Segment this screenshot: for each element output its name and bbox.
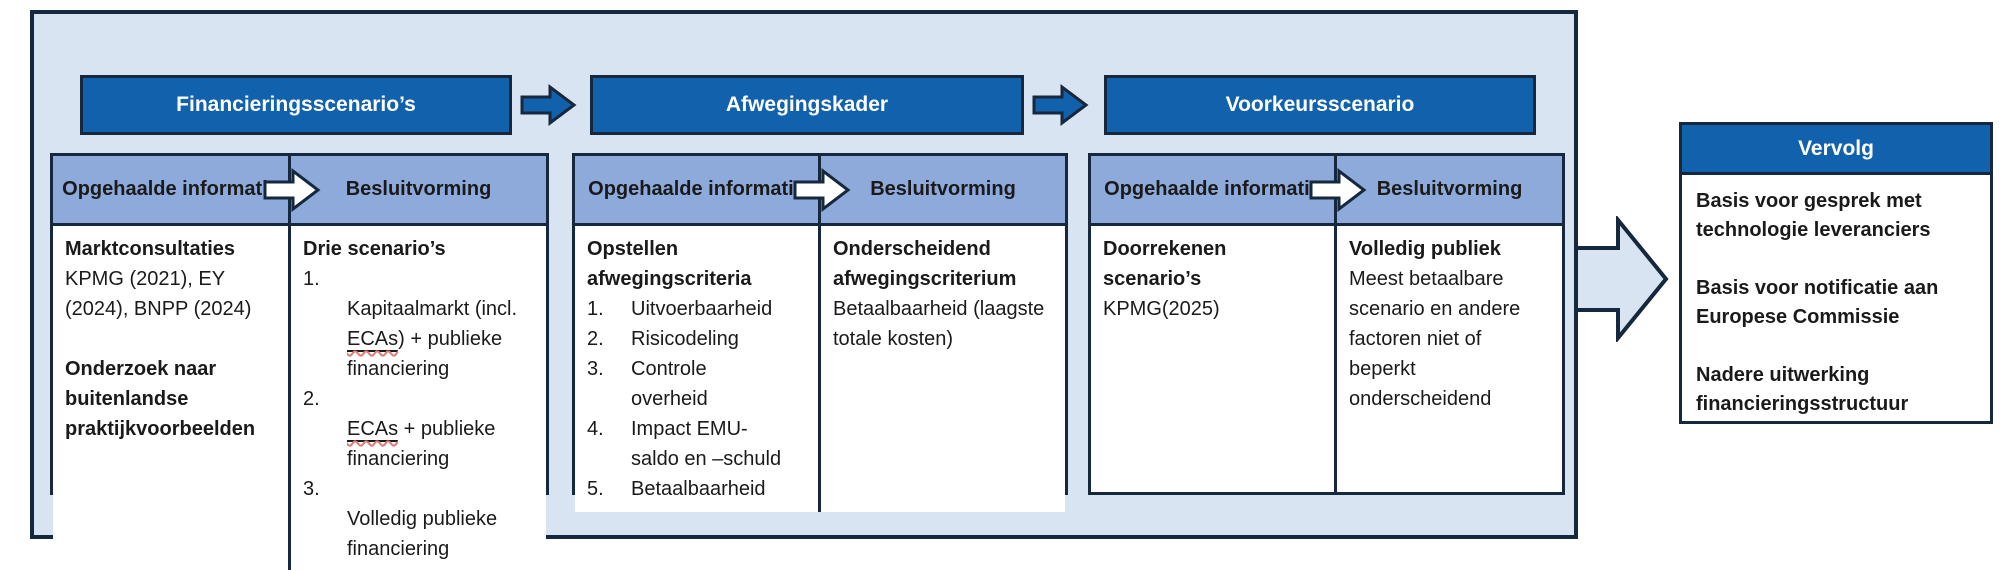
cell-lead: Doorrekenen scenario’s [1103, 238, 1227, 290]
vervolg-body: Basis voor gesprek met technologie lever… [1682, 175, 1990, 431]
table-voorkeursscenario: Opgehaalde informatie Besluitvorming Doo… [1088, 153, 1565, 495]
phase-title: Afwegingskader [725, 93, 889, 116]
list-item: Volledig publieke financiering [303, 474, 536, 564]
cell-lead: Drie scenario’s [303, 238, 446, 260]
arrow-right-icon [520, 84, 577, 126]
cell-info-afwegingskader: Opstellen afwegingscriteria Uitvoerbaarh… [575, 226, 821, 512]
arrow-right-icon [263, 168, 321, 212]
cell-text: KPMG(2025) [1103, 298, 1220, 320]
list-item: Controle overheid [587, 354, 808, 414]
criteria-list: Uitvoerbaarheid Risicodeling Controle ov… [587, 294, 808, 504]
table-financieringsscenarios: Opgehaalde informatie Besluitvorming Mar… [50, 153, 549, 570]
arrow-right-icon [793, 168, 851, 212]
item-text: Kapitaalmarkt (incl. [347, 298, 518, 320]
item-text-underlined: ECAs [347, 328, 399, 352]
vervolg-item: Basis voor gesprek met technologie lever… [1696, 190, 1931, 241]
item-text: Controle overheid [631, 358, 708, 410]
arrow-right-icon [1309, 168, 1367, 212]
cell-text: KPMG (2021), EY (2024), BNPP (2024) [65, 268, 252, 320]
item-text: Betaalbaarheid [631, 478, 766, 500]
arrow-right-icon [1032, 84, 1089, 126]
cell-text: Meest betaalbare scenario en andere fact… [1349, 268, 1521, 410]
subheader-opgehaalde-informatie: Opgehaalde informatie [53, 156, 291, 223]
subheader-row: Opgehaalde informatie Besluitvorming [575, 156, 1065, 226]
subheader-row: Opgehaalde informatie Besluitvorming [53, 156, 546, 226]
subheader-label: Opgehaalde informatie [62, 178, 279, 200]
vervolg-item: Nadere uitwerking financieringsstructuur [1696, 364, 1909, 415]
cell-besluit-financieringsscenarios: Drie scenario’s Kapitaalmarkt (incl. ECA… [291, 226, 546, 570]
cell-info-financieringsscenarios: Marktconsultaties KPMG (2021), EY (2024)… [53, 226, 291, 570]
phase-header-afwegingskader: Afwegingskader [590, 75, 1024, 135]
phase-title: Financieringsscenario’s [176, 93, 416, 116]
cell-lead: Volledig publiek [1349, 238, 1501, 260]
cell-lead: Onderscheidend afwegingscriterium [833, 238, 1017, 290]
subheader-row: Opgehaalde informatie Besluitvorming [1091, 156, 1562, 226]
cell-text: Betaalbaarheid (laagste totale kosten) [833, 298, 1045, 350]
vervolg-box: Vervolg Basis voor gesprek met technolog… [1679, 122, 1993, 424]
item-text: ) + publieke financiering [347, 328, 503, 380]
vervolg-header: Vervolg [1682, 125, 1990, 175]
cell-lead: Onderzoek naar buitenlandse praktijkvoor… [65, 358, 256, 440]
item-text: + publieke financiering [347, 418, 496, 470]
subheader-label: Opgehaalde informatie [1104, 178, 1321, 200]
subheader-besluitvorming: Besluitvorming [291, 156, 546, 223]
list-item: ECAs + publieke financiering [303, 384, 536, 474]
subheader-besluitvorming: Besluitvorming [1337, 156, 1562, 223]
vervolg-title: Vervolg [1798, 136, 1874, 160]
cell-lead: Marktconsultaties [65, 238, 236, 260]
table-afwegingskader: Opgehaalde informatie Besluitvorming Ops… [572, 153, 1068, 512]
item-text: Volledig publieke financiering [347, 508, 498, 560]
item-text: Risicodeling [631, 328, 739, 350]
cell-info-voorkeursscenario: Doorrekenen scenario’s KPMG(2025) [1091, 226, 1337, 492]
cell-besluit-afwegingskader: Onderscheidend afwegingscriterium Betaal… [821, 226, 1065, 512]
item-text: Impact EMU- saldo en –schuld [631, 418, 782, 470]
subheader-label: Besluitvorming [870, 178, 1016, 200]
phase-header-financieringsscenarios: Financieringsscenario’s [80, 75, 512, 135]
subheader-opgehaalde-informatie: Opgehaalde informatie [575, 156, 821, 223]
item-text: Uitvoerbaarheid [631, 298, 773, 320]
cell-lead: Opstellen afwegingscriteria [587, 238, 752, 290]
phase-title: Voorkeursscenario [1225, 93, 1415, 116]
list-item: Betaalbaarheid [587, 474, 808, 504]
list-item: Risicodeling [587, 324, 808, 354]
list-item: Uitvoerbaarheid [587, 294, 808, 324]
item-text-underlined: ECAs [347, 418, 399, 442]
subheader-opgehaalde-informatie: Opgehaalde informatie [1091, 156, 1337, 223]
phase-header-voorkeursscenario: Voorkeursscenario [1104, 75, 1536, 135]
big-arrow-right-icon [1574, 216, 1669, 342]
scenario-list: Kapitaalmarkt (incl. ECAs) + publieke fi… [303, 264, 536, 564]
list-item: Kapitaalmarkt (incl. ECAs) + publieke fi… [303, 264, 536, 384]
subheader-label: Besluitvorming [1376, 178, 1523, 200]
cell-besluit-voorkeursscenario: Volledig publiek Meest betaalbare scenar… [1337, 226, 1562, 492]
subheader-besluitvorming: Besluitvorming [821, 156, 1065, 223]
list-item: Impact EMU- saldo en –schuld [587, 414, 808, 474]
subheader-label: Besluitvorming [345, 178, 492, 200]
vervolg-item: Basis voor notificatie aan Europese Comm… [1696, 277, 1939, 328]
subheader-label: Opgehaalde informatie [588, 178, 805, 200]
